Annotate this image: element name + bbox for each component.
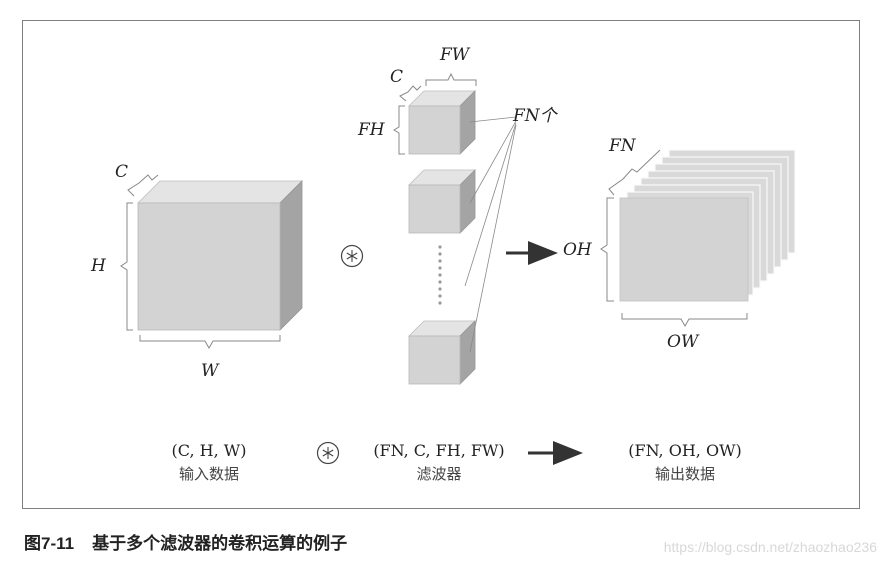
- conv-operator-icon-bottom: [316, 441, 340, 465]
- output-fn-label: FN: [608, 136, 637, 156]
- input-name-text: 输入数据: [179, 465, 239, 483]
- figure-caption-text: 基于多个滤波器的卷积运算的例子: [92, 534, 348, 553]
- filter-cube-2: [408, 169, 476, 234]
- input-cube: [137, 180, 303, 331]
- input-c-bracket: [127, 174, 159, 197]
- output-fn-bracket: [608, 149, 661, 196]
- output-stack: [619, 149, 796, 302]
- filter-name-text: 滤波器: [416, 465, 461, 483]
- input-shape-text: (C, H, W): [172, 441, 247, 460]
- filter-fh-label: FH: [357, 120, 386, 140]
- output-oh-bracket: [600, 197, 614, 302]
- filter-fh-bracket: [393, 105, 405, 155]
- filter-ellipsis-dots: [438, 245, 442, 305]
- filter-c-bracket: [399, 85, 422, 102]
- filter-fw-bracket: [425, 72, 477, 86]
- filter-cube-3: [408, 320, 476, 385]
- filter-fw-label: FW: [439, 45, 471, 65]
- input-c-label: C: [115, 162, 128, 182]
- watermark: https://blog.csdn.net/zhaozhao236: [663, 539, 877, 555]
- filter-c-label: C: [390, 67, 403, 87]
- output-name-text: 输出数据: [655, 465, 715, 483]
- fn-leader-lines: [464, 116, 517, 353]
- output-ow-bracket: [621, 313, 748, 328]
- input-w-label: W: [201, 361, 220, 381]
- figure-caption: 图7-11 基于多个滤波器的卷积运算的例子: [24, 529, 347, 554]
- output-oh-label: OH: [563, 240, 593, 260]
- filter-shape-text: (FN, C, FH, FW): [373, 441, 504, 460]
- output-shape-text: (FN, OH, OW): [628, 441, 742, 460]
- figure-number: 图7-11: [24, 534, 75, 553]
- input-h-label: H: [90, 256, 107, 276]
- input-w-bracket: [139, 335, 281, 350]
- filter-count-label: FN个: [512, 106, 559, 126]
- output-ow-label: OW: [667, 332, 700, 352]
- conv-operator-icon: [340, 244, 364, 268]
- filter-cube-1: [408, 90, 476, 155]
- input-h-bracket: [120, 202, 133, 331]
